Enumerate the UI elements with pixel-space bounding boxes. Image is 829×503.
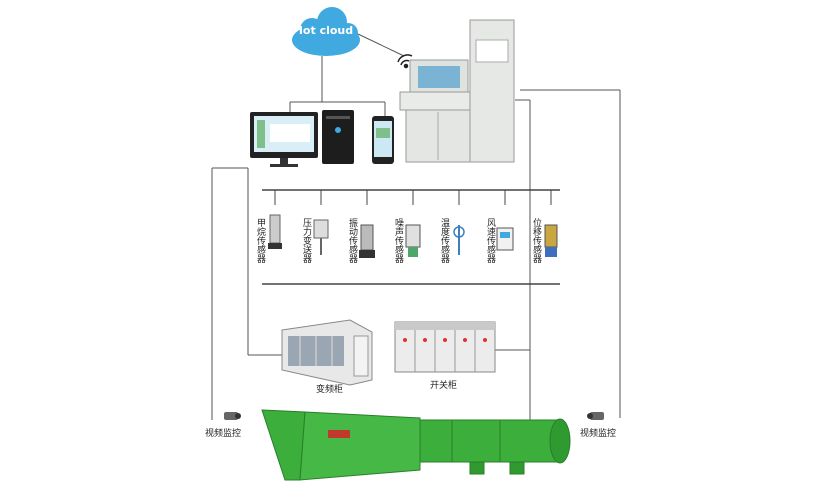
mine-fan-icon <box>261 409 571 481</box>
sensor-methane-icon <box>268 214 282 249</box>
sensor-label-pressure: 压力变送器 <box>301 218 311 263</box>
sensor-temperature-icon <box>453 225 465 255</box>
sensor-label-noise: 噪声传感器 <box>393 218 403 263</box>
sensor-displacement-icon <box>544 224 558 257</box>
switch-cabinet-icon <box>394 321 496 373</box>
monitor-icon <box>250 112 318 167</box>
sensor-bus <box>262 189 560 285</box>
camera-left-icon <box>224 412 241 420</box>
camera-right-icon <box>587 412 604 420</box>
sensor-label-displacement: 位移传感器 <box>531 218 541 263</box>
switch-cabinet-label: 开关柜 <box>430 381 458 391</box>
phone-icon <box>372 116 394 164</box>
camera-right-label: 视频监控 <box>580 429 617 439</box>
inverter-cabinet-label: 变频柜 <box>316 385 344 395</box>
cloud-icon <box>292 7 360 56</box>
wifi-icon <box>397 54 413 69</box>
computer-tower-icon <box>322 110 354 164</box>
cloud-label: Iot cloud <box>298 24 354 37</box>
sensor-label-vibration: 振动传感器 <box>347 218 357 263</box>
sensor-vibration-icon <box>359 224 375 258</box>
sensor-drops <box>274 190 552 205</box>
control-console-icon <box>399 19 515 163</box>
sensor-noise-icon <box>405 224 421 257</box>
camera-left-label: 视频监控 <box>205 429 242 439</box>
sensor-label-methane: 甲烷传感器 <box>255 218 265 263</box>
sensor-windspeed-icon <box>496 227 514 251</box>
sensor-label-temperature: 温度传感器 <box>439 218 449 263</box>
connection-lines <box>211 33 621 420</box>
sensor-label-windspeed: 风速传感器 <box>485 218 495 263</box>
inverter-cabinet-icon <box>281 319 373 386</box>
sensor-pressure-icon <box>313 219 329 255</box>
